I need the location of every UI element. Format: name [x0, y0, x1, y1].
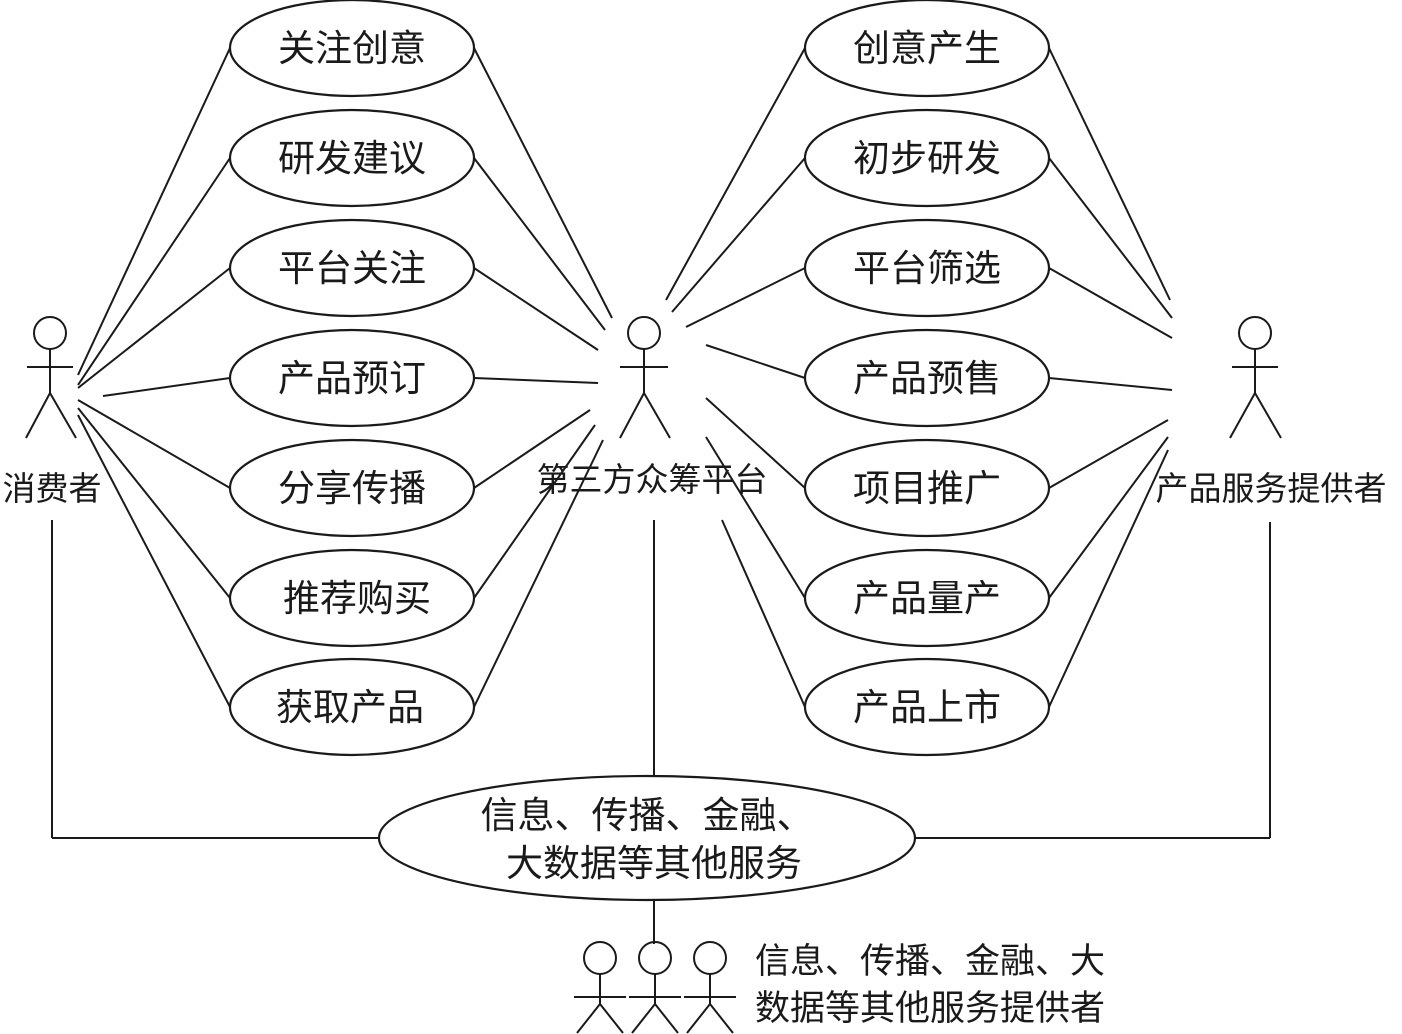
edge-left-case-platform	[473, 439, 604, 708]
stick-figure-icon	[25, 316, 77, 439]
use-case-platform-screening: 平台筛选	[803, 218, 1051, 318]
edge-left-case-platform	[473, 157, 606, 331]
use-case-rd-suggestion: 研发建议	[228, 108, 476, 208]
edge-left-case-platform	[473, 409, 591, 489]
use-case-product-preorder: 产品预订	[228, 328, 476, 428]
services-label-line2: 大数据等其他服务	[506, 842, 802, 885]
edge-left-case-platform	[473, 377, 599, 384]
use-case-project-promotion: 项目推广	[803, 438, 1051, 538]
edge-consumer-left-case	[77, 407, 231, 599]
edge-left-case-platform	[473, 424, 596, 599]
services-label-line1: 信息、传播、金融、	[481, 794, 814, 837]
use-case-initial-rd: 初步研发	[803, 108, 1051, 208]
actor-label: 消费者	[3, 469, 102, 508]
use-case-idea-generation: 创意产生	[803, 0, 1051, 98]
use-case-follow-idea: 关注创意	[228, 0, 476, 98]
edge-consumer-left-case	[77, 414, 231, 708]
use-case-label: 获取产品	[276, 686, 424, 729]
edge-platform-right-case	[705, 436, 806, 599]
use-case-label: 初步研发	[853, 137, 1001, 180]
stick-figure-icon	[574, 941, 626, 1034]
use-case-obtain-product: 获取产品	[228, 657, 476, 757]
edge-consumer-left-case	[102, 377, 231, 397]
edge-right-case-provider	[1048, 267, 1173, 339]
use-case-label: 分享传播	[278, 467, 426, 510]
use-case-label: 产品预售	[853, 357, 1001, 400]
edge-platform-right-case	[705, 344, 806, 379]
edge-left-case-platform	[473, 267, 599, 351]
connection-lines	[51, 47, 1271, 944]
actor-service-providers: 信息、传播、金融、大 数据等其他服务提供者	[574, 941, 1105, 1034]
use-case-label: 推荐购买	[283, 577, 431, 620]
edge-platform-right-case	[685, 267, 806, 328]
stick-figure-icon	[1229, 316, 1282, 439]
edge-platform-right-case	[671, 157, 806, 313]
stick-figure-icon	[684, 941, 736, 1034]
actor-provider: 产品服务提供者	[1156, 316, 1387, 508]
edge-right-case-provider	[1048, 449, 1169, 708]
use-case-label: 项目推广	[853, 467, 1001, 510]
edge-platform-right-case	[665, 47, 806, 301]
use-case-label: 产品预订	[278, 357, 426, 400]
use-case-label: 研发建议	[278, 137, 426, 180]
edge-right-case-provider	[1048, 436, 1169, 599]
edge-right-case-provider	[1048, 47, 1171, 301]
use-case-product-launch: 产品上市	[803, 657, 1051, 757]
right-use-cases: 创意产生 初步研发 平台筛选 产品预售 项目推广 产品量产 产品上市	[803, 0, 1051, 757]
use-case-recommend-buy: 推荐购买	[228, 548, 476, 648]
stick-figure-icon	[619, 316, 671, 439]
service-providers-label-line2: 数据等其他服务提供者	[755, 989, 1105, 1029]
use-case-label: 产品上市	[853, 686, 1001, 729]
use-case-label: 平台筛选	[853, 247, 1001, 290]
use-case-product-presale: 产品预售	[803, 328, 1051, 428]
edge-consumer-left-case	[77, 399, 231, 489]
actor-label: 第三方众筹平台	[537, 460, 768, 499]
edge-consumer-left-case	[77, 267, 231, 389]
use-case-mass-production: 产品量产	[803, 548, 1051, 648]
stick-figure-icon	[629, 941, 681, 1034]
use-case-label: 创意产生	[853, 27, 1001, 70]
use-case-label: 产品量产	[853, 577, 1001, 620]
edge-consumer-left-case	[77, 47, 231, 376]
edge-platform-right-case	[705, 397, 806, 489]
edge-right-case-provider	[1048, 377, 1173, 391]
service-providers-label-line1: 信息、传播、金融、大	[755, 942, 1105, 982]
actor-label: 产品服务提供者	[1156, 469, 1387, 508]
use-case-label: 平台关注	[278, 247, 426, 290]
use-case-share-spread: 分享传播	[228, 438, 476, 538]
use-case-label: 关注创意	[278, 27, 426, 70]
edge-right-case-provider	[1048, 157, 1173, 319]
use-case-platform-follow: 平台关注	[228, 218, 476, 318]
actor-consumer: 消费者	[3, 316, 102, 508]
edge-consumer-left-case	[77, 157, 231, 386]
use-case-other-services: 信息、传播、金融、 大数据等其他服务	[377, 774, 917, 902]
edge-left-case-platform	[473, 47, 613, 319]
left-use-cases: 关注创意 研发建议 平台关注 产品预订 分享传播 推荐购买 获取产品	[228, 0, 476, 757]
edge-right-case-provider	[1048, 419, 1169, 489]
edge-platform-right-case	[721, 519, 806, 708]
actor-platform: 第三方众筹平台	[537, 316, 768, 499]
